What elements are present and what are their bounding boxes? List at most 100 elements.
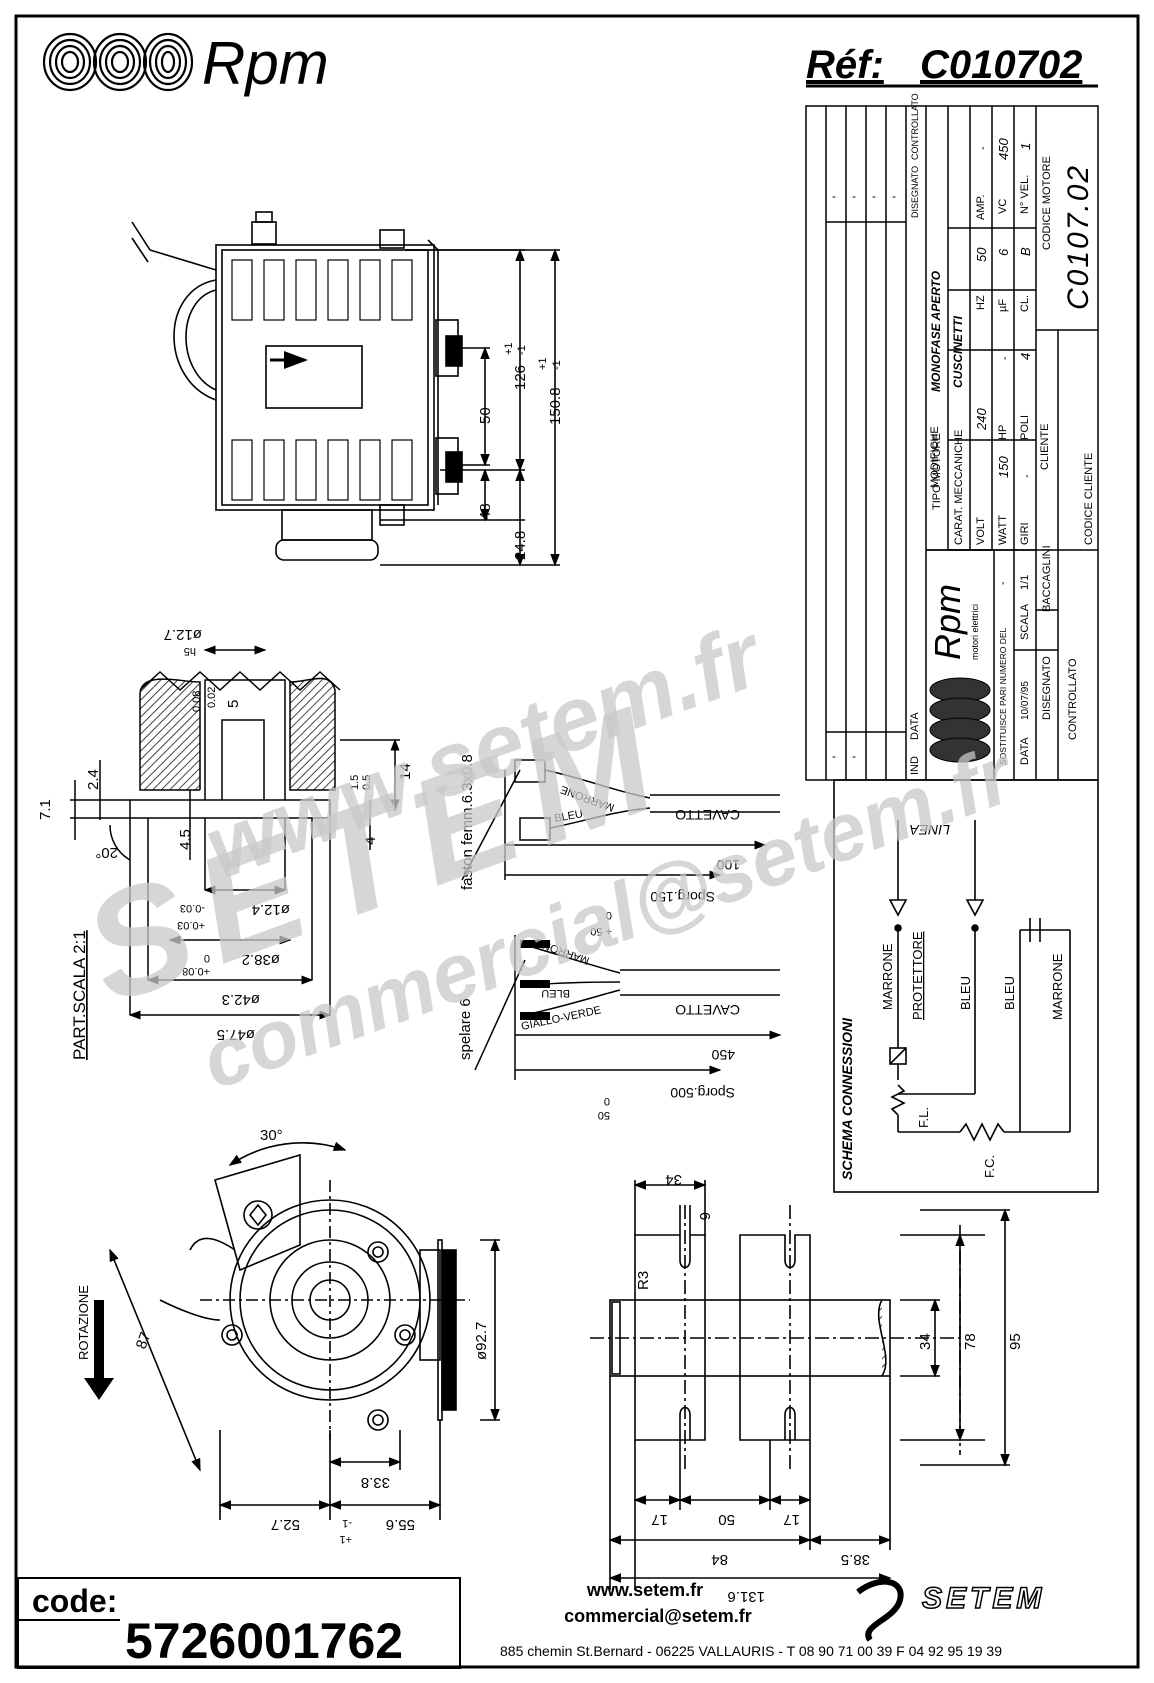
dim-key-tol-1: 0.02	[206, 687, 218, 708]
dim-24-8: 24.8	[512, 531, 529, 560]
cable1-bleu: BLEU	[553, 808, 583, 825]
rev-dash: -	[832, 189, 836, 203]
giri-label: GIRI	[1019, 522, 1031, 545]
dim-38-2-tol-low: 0	[204, 952, 210, 964]
dim-12-4-tol-low: -0.03	[180, 902, 205, 914]
title-coil-logo	[929, 677, 991, 763]
dim-34-side: 34	[917, 1333, 934, 1350]
dim-key-tol-2: 0.08	[191, 691, 203, 712]
sostituisce-label: SOSTITUISCE PARI NUMERO DEL	[998, 627, 1008, 765]
top-view-dims: 126 -1 +1 150.8 -1 +1 50 48 24.8	[477, 342, 564, 560]
nvel-label: N° VEL.	[1019, 175, 1031, 214]
poli-value: 4	[1018, 353, 1033, 360]
dim-150-8: 150.8	[547, 387, 564, 425]
volt-value: 240	[974, 408, 989, 431]
scala-label: SCALA	[1019, 603, 1031, 640]
footer-address: 885 chemin St.Bernard - 06225 VALLAURIS …	[500, 1643, 1002, 1659]
code-label: code:	[32, 1583, 117, 1619]
footer	[17, 1577, 461, 1669]
dim-84: 84	[711, 1551, 728, 1568]
setem-logo: SETEM	[856, 1578, 1042, 1642]
cable2-tol-0: 0	[604, 1095, 610, 1107]
schema-fc: F.C.	[982, 1155, 997, 1178]
dim-4: 4	[362, 837, 379, 845]
dim-0-5: 0.5	[361, 775, 373, 790]
dim-17-right: 17	[783, 1511, 800, 1528]
sostituisce-value: -	[997, 581, 1009, 585]
giri-value: -	[1021, 474, 1033, 478]
code-value: 5726001762	[125, 1613, 403, 1669]
dim-55-6-tol-high: +1	[339, 1533, 352, 1545]
wiring-schema-text: SCHEMA CONNESSIONI LINEA MARRONE PROTETT…	[839, 822, 1065, 1180]
title-logo-sub: motori elettrici	[970, 604, 980, 660]
watt-label: WATT	[997, 515, 1009, 545]
cliente-label: CLIENTE	[1039, 424, 1051, 470]
amp-value: -	[977, 146, 989, 150]
ref-label: Réf:	[806, 43, 884, 87]
cl-label: CL.	[1019, 295, 1031, 312]
dim-78: 78	[962, 1333, 979, 1350]
codice-motore-label: CODICE MOTORE	[1041, 156, 1053, 250]
codice-cliente-label: CODICE CLIENTE	[1083, 453, 1095, 545]
dim-34-top: 34	[665, 1171, 682, 1188]
disegnato-label: DISEGNATO	[1041, 656, 1053, 720]
cable2-cavetto: CAVETTO	[675, 1002, 740, 1018]
dim-126-tol-high: +1	[503, 342, 515, 355]
schema-bleu-2: BLEU	[1002, 976, 1017, 1010]
faston-label: faston femm.6.3x0.8	[459, 754, 476, 890]
amp-label: AMP.	[975, 195, 987, 220]
motor-side-view	[590, 1180, 1010, 1590]
linea-label: LINEA	[910, 822, 950, 838]
footer-website[interactable]: www.setem.fr	[586, 1580, 703, 1600]
dim-20-deg: 20°	[95, 844, 118, 861]
col-ind: IND	[909, 756, 921, 775]
dim-38-2-tol-high: +0.08	[182, 965, 210, 977]
cable2-tol-50: 50	[598, 1109, 610, 1121]
brand-name: Rpm	[202, 30, 329, 97]
rev-dash: -	[852, 189, 856, 203]
dim-4-5: 4.5	[177, 829, 194, 850]
scala-value: 1/1	[1019, 575, 1031, 590]
cable2-bleu: BLEU	[541, 987, 570, 999]
stripped-wire-2	[520, 980, 550, 988]
schema-protettore: PROTETTORE	[910, 931, 925, 1020]
cable2-giallo-verde: GIALLO-VERDE	[520, 1004, 602, 1033]
codice-motore-value: C0107.02	[1062, 164, 1095, 310]
cable1-sporg-150: Sporg.150	[650, 889, 715, 905]
wiring-schema	[833, 779, 1099, 1193]
title-logo-text: Rpm	[927, 584, 968, 660]
rev-dash: -	[852, 749, 856, 763]
dim-92-7: ø92.7	[473, 1322, 490, 1360]
spelare-label: spelare 6	[457, 998, 474, 1060]
dim-126: 126	[512, 365, 529, 390]
poli-label: POLI	[1019, 415, 1031, 440]
dim-38-5: 38.5	[841, 1551, 870, 1568]
shaft-detail-text: PART.SCALA 2:1 ø12.7 h5 0.02 0.08 5 2.4 …	[37, 626, 414, 1060]
dim-7-1: 7.1	[37, 799, 54, 820]
dim-150-8-tol-high: +1	[537, 357, 549, 370]
tipo-motore-value: MONOFASE APERTO	[929, 270, 943, 392]
dim-87: 87	[133, 1330, 155, 1351]
cable2-sporg-500: Sporg.500	[670, 1085, 735, 1101]
dim-1-5: 1.5	[349, 775, 361, 790]
dim-14: 14	[397, 763, 414, 780]
dim-17-left: 17	[651, 1511, 668, 1528]
motor-front-view	[109, 1141, 500, 1520]
controllato-label: CONTROLLATO	[1067, 658, 1079, 740]
dim-12-4: ø12.4	[252, 901, 290, 918]
hp-label: HP	[997, 425, 1009, 440]
schema-fl: F.L.	[916, 1107, 931, 1128]
schema-marrone-1: MARRONE	[880, 943, 895, 1010]
carat-label: CARAT. MECCANICHE	[953, 430, 965, 545]
ref-value: C010702	[920, 43, 1082, 87]
col-disegnato: DISEGNATO	[910, 166, 920, 218]
cable1-cavetto: CAVETTO	[675, 807, 740, 823]
hz-value: 50	[974, 247, 989, 262]
outer-frame	[14, 14, 1140, 1669]
schema-marrone-2: MARRONE	[1050, 953, 1065, 1020]
cable2-len-450: 450	[711, 1047, 735, 1063]
data-label: DATA	[1019, 737, 1031, 765]
col-controllato: CONTROLLATO	[910, 93, 920, 160]
footer-email[interactable]: commercial@setem.fr	[564, 1606, 752, 1626]
cable1-tol-50: + 50	[590, 925, 612, 937]
